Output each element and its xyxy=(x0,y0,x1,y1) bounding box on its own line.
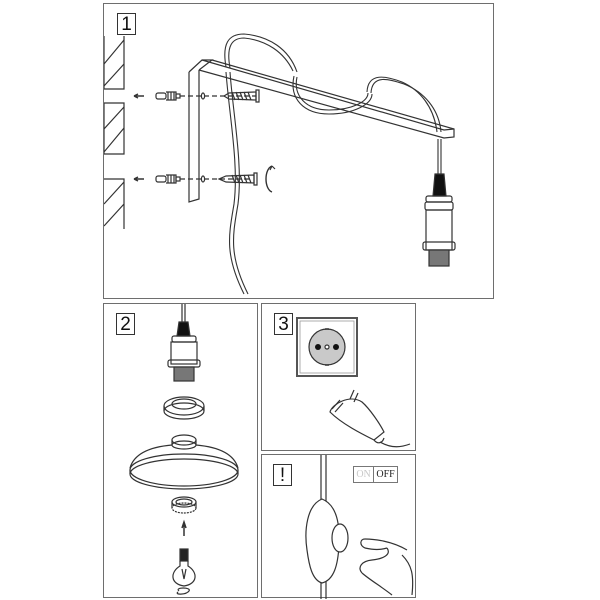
finger-icon xyxy=(359,538,414,596)
screw-icon xyxy=(222,89,260,103)
lamp-shade-icon xyxy=(129,434,239,490)
wall-bracket-icon xyxy=(188,59,455,203)
step-number-badge: 3 xyxy=(274,313,293,335)
screw-icon xyxy=(217,172,258,186)
shade-assembly-illustration xyxy=(129,304,239,595)
rotate-icon xyxy=(265,165,273,193)
rotate-icon xyxy=(176,587,190,595)
wall-plug-icon xyxy=(155,91,181,101)
wall-mount-illustration xyxy=(104,33,456,295)
lamp-socket-icon xyxy=(167,321,201,382)
power-plug-icon xyxy=(329,389,411,448)
wall-icon xyxy=(104,36,125,229)
light-bulb-icon xyxy=(172,548,196,587)
panel-2-shade-assembly: 2 xyxy=(103,303,258,598)
threaded-ring-icon xyxy=(171,496,197,514)
plug-in-illustration xyxy=(296,317,411,448)
wall-socket-icon xyxy=(296,317,358,377)
power-cord xyxy=(224,33,442,295)
on-off-indicator: ON OFF xyxy=(353,466,398,483)
panel-warning-switch: ! ON OFF xyxy=(261,454,416,599)
panel-1-wall-mounting: 1 xyxy=(103,3,494,299)
inline-switch-illustration xyxy=(305,455,414,599)
lamp-socket-icon xyxy=(422,173,456,267)
retaining-ring-icon xyxy=(163,396,205,420)
warning-badge: ! xyxy=(273,464,292,486)
inline-switch-icon xyxy=(305,498,349,584)
step-number-badge: 2 xyxy=(116,313,135,335)
on-label: ON xyxy=(354,467,375,482)
step-number-badge: 1 xyxy=(117,13,136,35)
arrow-up-icon xyxy=(181,519,187,536)
panel-3-plug-in: 3 xyxy=(261,303,416,451)
off-label: OFF xyxy=(376,469,395,480)
wall-plug-icon xyxy=(155,174,181,184)
